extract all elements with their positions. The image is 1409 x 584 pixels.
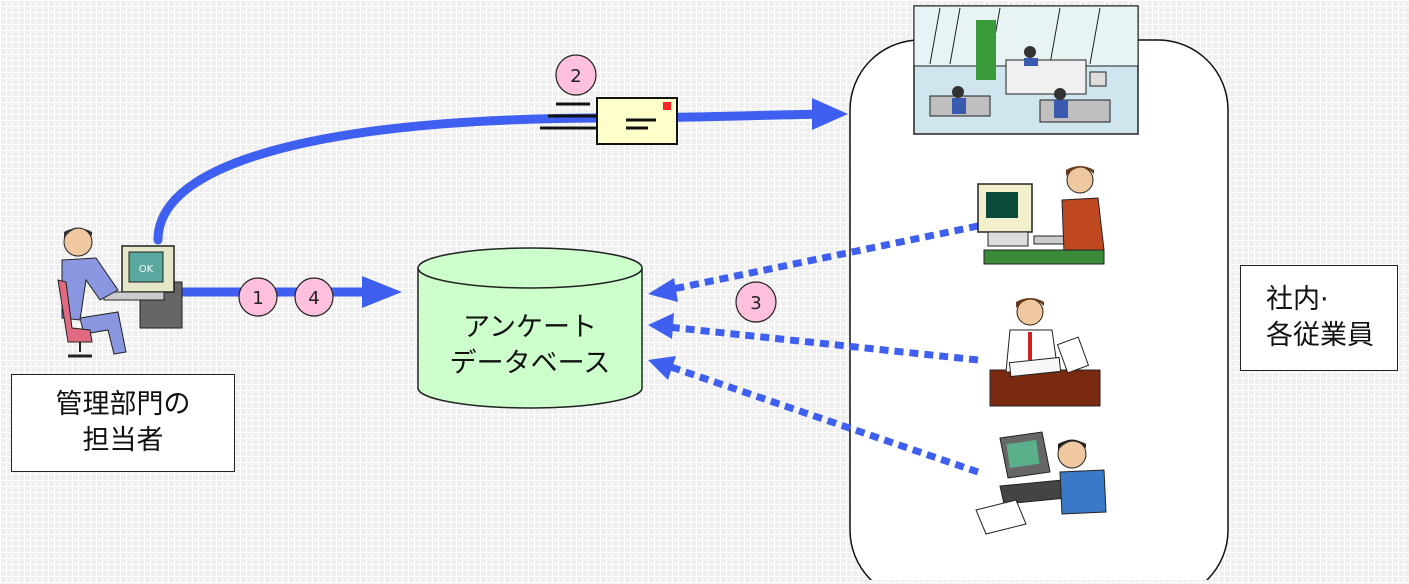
employees-label-line2: 各従業員 [1266,320,1374,351]
employee-document-icon [989,298,1101,407]
response-arrows [648,222,980,476]
step-3-badge: 3 [735,281,777,323]
survey-database: アンケート データベース [417,247,643,409]
admin-label-line1: 管理部門の [55,389,191,420]
step-4-badge: 4 [294,277,334,317]
svg-text:3: 3 [750,293,761,314]
employee-desktop-icon [977,166,1105,265]
mail-flow-arrow [153,109,833,245]
employee-laptop-icon [975,431,1107,535]
employees-label: 社内· 各従業員 [1240,265,1398,371]
admin-label: 管理部門の 担当者 [11,374,235,472]
office-room-icon [913,5,1139,135]
admin-label-line2: 担当者 [82,425,164,456]
svg-text:1: 1 [252,288,263,309]
admin-person-computer-icon: OK [57,227,183,358]
mail-envelope-icon [540,97,678,145]
svg-text:2: 2 [570,66,581,87]
svg-text:4: 4 [308,288,319,309]
employees-label-line1: 社内· [1266,284,1329,315]
step-2-badge: 2 [555,54,597,96]
svg-text:OK: OK [139,264,154,275]
register-flow-arrowhead [362,276,402,308]
mail-flow-arrowhead [812,98,848,130]
database-label-line2: データベース [450,348,611,379]
step-1-badge: 1 [238,277,278,317]
database-label-line1: アンケート [463,312,597,343]
